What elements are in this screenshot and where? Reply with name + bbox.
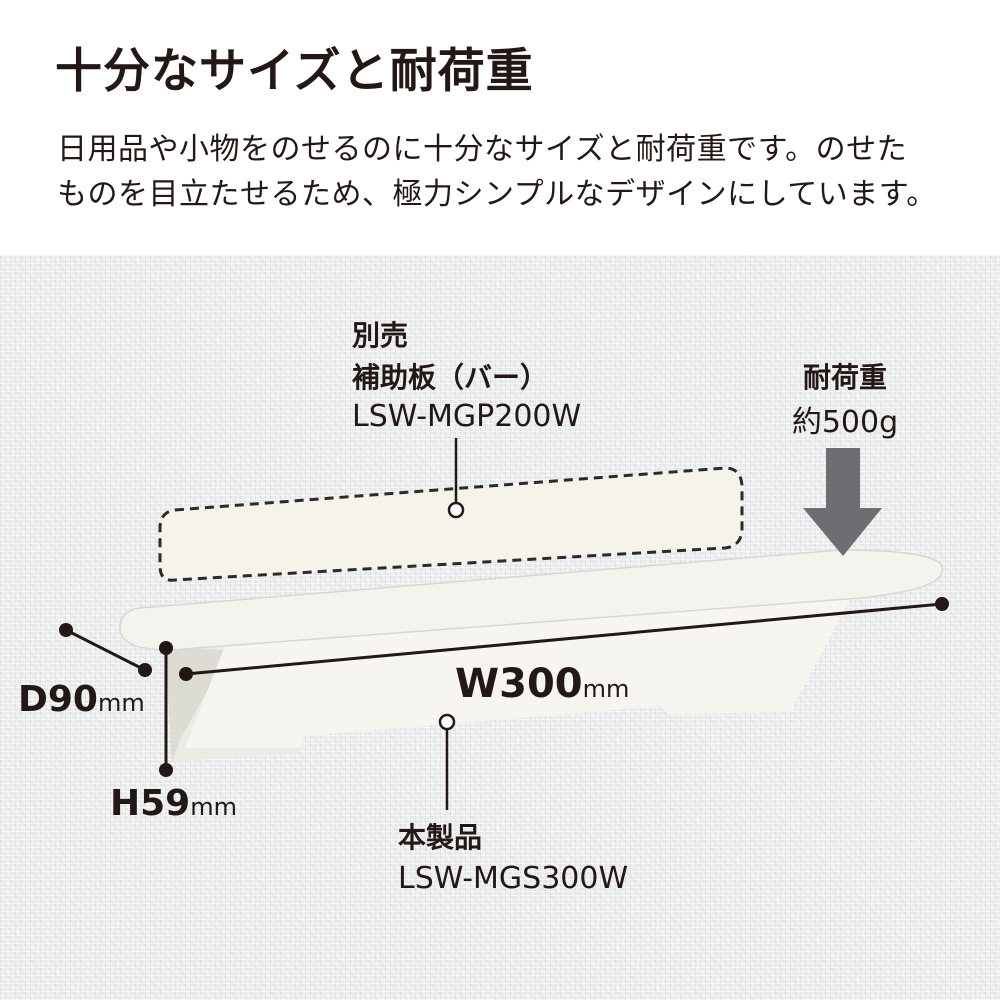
- depth-dimension: D90mm: [18, 678, 145, 725]
- page-title: 十分なサイズと耐荷重: [55, 44, 534, 99]
- product-model-label: LSW-MGS300W: [398, 861, 629, 896]
- height-value: H59: [110, 783, 191, 824]
- option-callout-dot: [447, 501, 465, 519]
- depth-start-dot: [59, 623, 73, 637]
- depth-end-dot: [138, 663, 152, 677]
- product-name-label: 本製品: [398, 821, 483, 854]
- option-name-label: 補助板（バー）: [352, 361, 549, 394]
- depth-unit: mm: [97, 689, 145, 717]
- description-line-1: 日用品や小物をのせるのに十分なサイズと耐荷重です。のせた: [57, 132, 908, 167]
- shelf-front-face: [185, 590, 855, 748]
- width-start-dot: [179, 667, 193, 681]
- depth-value: D90: [18, 679, 98, 720]
- header-section: 十分なサイズと耐荷重 日用品や小物をのせるのに十分なサイズと耐荷重です。のせた …: [0, 0, 1000, 255]
- option-tag-label: 別売: [352, 319, 409, 352]
- width-dimension: W300mm: [455, 660, 629, 713]
- load-arrow: [803, 448, 882, 556]
- option-model-label: LSW-MGP200W: [352, 399, 582, 434]
- height-start-dot: [159, 641, 173, 655]
- height-end-dot: [159, 763, 173, 777]
- load-capacity-label: 耐荷重: [802, 361, 887, 394]
- product-callout-dot: [438, 713, 456, 731]
- load-capacity-value: 約500g: [791, 405, 899, 440]
- width-end-dot: [935, 597, 949, 611]
- description-line-2: ものを目立たせるため、極力シンプルなデザインにしています。: [57, 177, 937, 212]
- width-unit: mm: [582, 675, 630, 703]
- height-dimension: H59mm: [110, 782, 237, 829]
- width-value: W300: [455, 661, 583, 707]
- height-unit: mm: [190, 793, 237, 821]
- optional-bar-outline: [158, 466, 744, 582]
- shelf-top-plate: [119, 549, 944, 651]
